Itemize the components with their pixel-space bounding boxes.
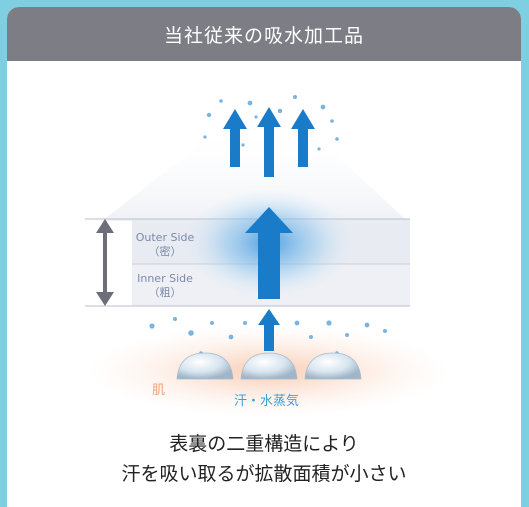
skin-label: 肌 xyxy=(152,383,166,398)
top-arrow-left xyxy=(223,109,247,167)
vapor-dots xyxy=(149,95,387,355)
top-arrow-center xyxy=(257,107,281,177)
droplet-right xyxy=(304,352,362,380)
vapor-plume xyxy=(102,126,407,221)
caption-line-2: 汗を吸い取るが拡散面積が小さい xyxy=(121,463,407,485)
absorption-diagram: Outer Side （密） Inner Side （粗） 肌 汗・水蒸気 xyxy=(7,61,521,421)
top-arrow-right xyxy=(291,109,315,167)
inner-side-density: （粗） xyxy=(148,286,182,299)
droplet-center xyxy=(240,352,298,380)
fabric-arrow xyxy=(245,207,293,299)
outer-side-name: Outer Side xyxy=(135,231,195,244)
inner-side-name: Inner Side xyxy=(137,272,193,285)
sweat-droplets xyxy=(176,352,362,380)
card-header: 当社従来の吸水加工品 xyxy=(7,7,521,61)
skin-arrow xyxy=(258,309,280,351)
caption-line-1: 表裏の二重構造により xyxy=(169,433,359,455)
thickness-indicator xyxy=(96,219,114,306)
sweat-label: 汗・水蒸気 xyxy=(234,394,300,409)
caption: 表裏の二重構造により 汗を吸い取るが拡散面積が小さい xyxy=(7,429,521,489)
inner-side-label: Inner Side （粗） xyxy=(133,272,197,300)
comparison-card: 当社従来の吸水加工品 xyxy=(7,7,521,507)
droplet-left xyxy=(176,352,234,380)
outer-side-label: Outer Side （密） xyxy=(133,231,197,259)
vapor-arrows xyxy=(223,107,315,351)
diagram-graphic xyxy=(85,95,449,416)
outer-side-density: （密） xyxy=(148,245,182,258)
card-title: 当社従来の吸水加工品 xyxy=(163,24,364,47)
